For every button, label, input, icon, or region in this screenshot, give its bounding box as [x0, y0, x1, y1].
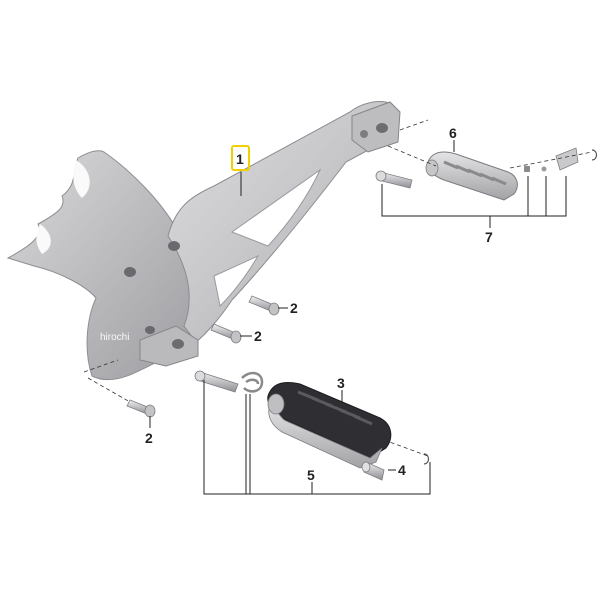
detent-pin — [361, 461, 385, 481]
footrest-bracket — [6, 101, 401, 381]
retaining-clip — [423, 453, 430, 465]
callout-1-highlight — [231, 145, 250, 171]
callout-5: 5 — [307, 467, 315, 483]
arm-cutout-upper — [230, 168, 322, 247]
callout-1: 1 — [236, 151, 244, 167]
arm-cutout-lower — [213, 254, 260, 308]
front-mount-hole — [172, 339, 184, 349]
watermark-text: hirochi — [100, 332, 129, 343]
callout-4: 4 — [398, 462, 406, 478]
plate-cutout-lower — [36, 224, 51, 254]
leader-lines — [149, 140, 567, 495]
rear-mount-hole-2 — [360, 130, 368, 138]
callout-7: 7 — [485, 229, 493, 245]
footpeg-pin — [194, 370, 239, 393]
callout-2-middle: 2 — [254, 328, 262, 344]
plate-cutout-upper — [73, 160, 90, 198]
footpeg-spring — [241, 371, 264, 393]
front-mount-clevis — [139, 325, 199, 367]
rider-footpeg — [267, 382, 392, 469]
passenger-small-parts — [524, 147, 598, 172]
passenger-footpeg — [425, 151, 518, 201]
plate-hole-1 — [168, 241, 180, 251]
bolt-middle — [210, 323, 242, 344]
callout-3: 3 — [337, 375, 345, 391]
assembly-axes — [83, 119, 593, 457]
rear-mount-block — [351, 101, 401, 153]
callout-6: 6 — [449, 125, 457, 141]
callout-2-lower: 2 — [145, 430, 153, 446]
rear-mount-hole — [376, 123, 388, 133]
callout-2-upper: 2 — [290, 300, 298, 316]
bolt-upper — [248, 295, 280, 316]
plate-hole-3 — [145, 326, 155, 334]
bolt-lower — [126, 399, 156, 418]
plate-hole-2 — [124, 267, 136, 277]
passenger-pin — [375, 170, 413, 189]
